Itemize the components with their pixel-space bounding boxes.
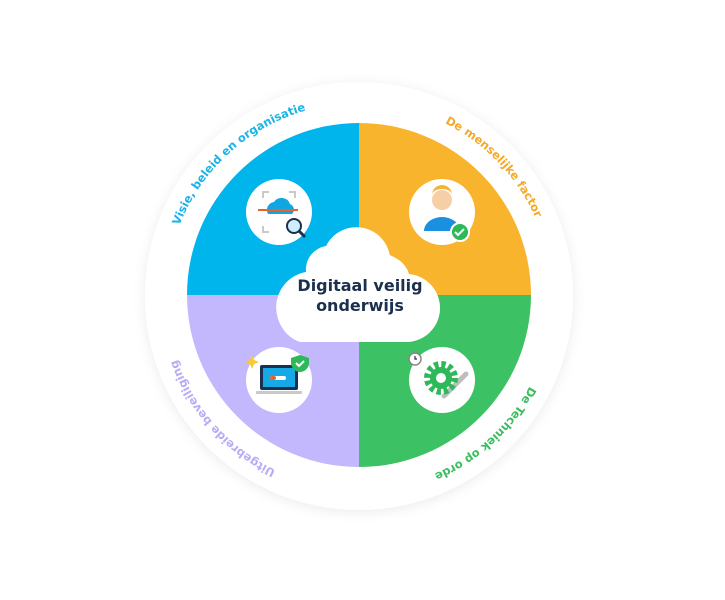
center-title-line1: Digitaal veilig xyxy=(297,276,422,295)
center-cloud xyxy=(276,227,441,343)
gear-wrench-icon xyxy=(408,347,475,413)
center-title-line2: onderwijs xyxy=(316,296,404,315)
laptop-shield-icon xyxy=(245,347,312,413)
cloud-scan-icon xyxy=(246,179,312,245)
user-check-icon xyxy=(409,179,475,245)
